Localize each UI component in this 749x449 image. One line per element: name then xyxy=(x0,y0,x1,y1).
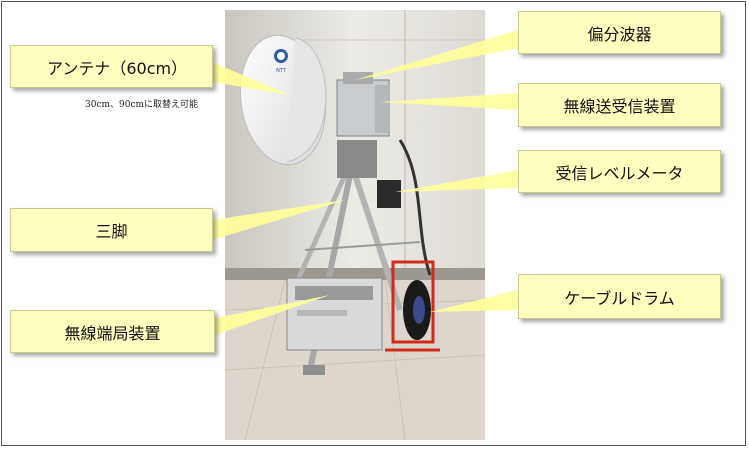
equipment-photo-drawing: NTT xyxy=(225,10,485,440)
polarizer xyxy=(343,72,373,84)
callout-terminal: 無線端局装置 xyxy=(10,310,215,353)
tripod-label: 三脚 xyxy=(95,222,128,241)
callout-cable-drum: ケーブルドラム xyxy=(518,274,721,319)
callout-polarizer: 偏分波器 xyxy=(518,11,721,54)
callout-level-meter: 受信レベルメータ xyxy=(518,150,721,193)
antenna-note: 30cm、90cmに取替え可能 xyxy=(85,100,199,110)
level-meter xyxy=(377,180,401,208)
callout-antenna: アンテナ（60cm） xyxy=(10,45,213,88)
callout-transceiver: 無線送受信装置 xyxy=(518,83,721,127)
level-meter-label: 受信レベルメータ xyxy=(555,163,684,183)
cable-drum-label: ケーブルドラム xyxy=(564,288,675,308)
antenna-logo-text: NTT xyxy=(276,68,287,74)
transceiver-label: 無線送受信装置 xyxy=(563,97,676,116)
callout-tripod: 三脚 xyxy=(10,208,213,252)
terminal-label: 無線端局装置 xyxy=(64,323,161,343)
mount-head xyxy=(337,140,377,178)
equipment-photo: NTT xyxy=(225,10,485,440)
polarizer-label: 偏分波器 xyxy=(587,24,652,44)
antenna-label: アンテナ（60cm） xyxy=(47,58,188,78)
